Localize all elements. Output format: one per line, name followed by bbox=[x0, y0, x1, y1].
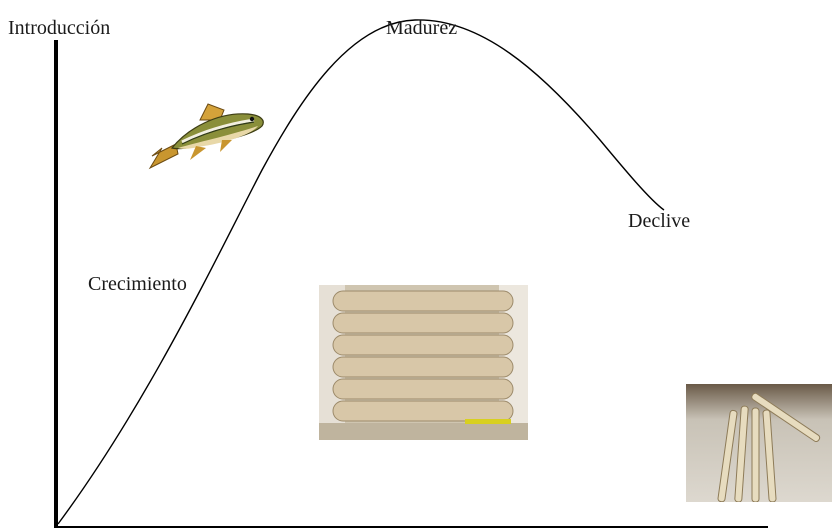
sausage-photo bbox=[319, 285, 528, 440]
maturity-label: Madurez bbox=[386, 18, 457, 38]
growth-label: Crecimiento bbox=[88, 274, 187, 294]
introduction-label: Introducción bbox=[8, 18, 110, 38]
breadsticks-photo bbox=[686, 384, 832, 502]
life-cycle-curve bbox=[58, 20, 664, 524]
fish-icon bbox=[148, 98, 266, 170]
decline-label: Declive bbox=[628, 211, 690, 231]
